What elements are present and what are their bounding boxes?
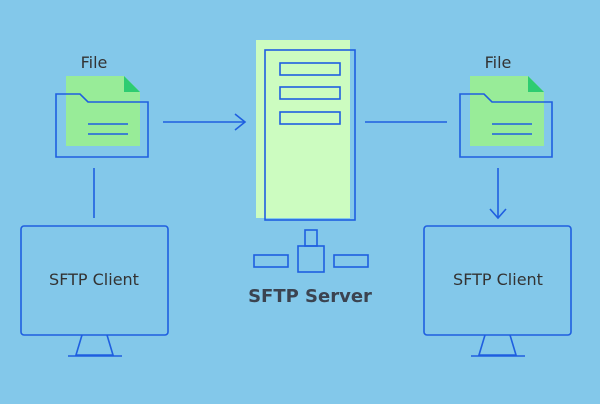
left-client-monitor-icon — [20, 225, 169, 357]
right-file-label: File — [485, 53, 512, 72]
left-file-label: File — [81, 53, 108, 72]
upload-arrow — [163, 113, 247, 131]
left-file-icon — [55, 76, 149, 158]
left-file-group: File — [55, 53, 149, 218]
server-drive-2 — [279, 86, 341, 100]
server-icon — [256, 40, 356, 221]
server-label: SFTP Server — [248, 286, 372, 307]
server-drive-1 — [279, 62, 341, 76]
right-file-down-arrow — [489, 168, 507, 220]
right-file-group: File — [459, 53, 553, 220]
right-file-icon — [459, 76, 553, 158]
left-client-label: SFTP Client — [49, 270, 139, 289]
server-drive-3 — [279, 111, 341, 125]
right-client-monitor-icon — [423, 225, 572, 357]
network-connector-icon — [253, 229, 369, 273]
right-client-label: SFTP Client — [453, 270, 543, 289]
